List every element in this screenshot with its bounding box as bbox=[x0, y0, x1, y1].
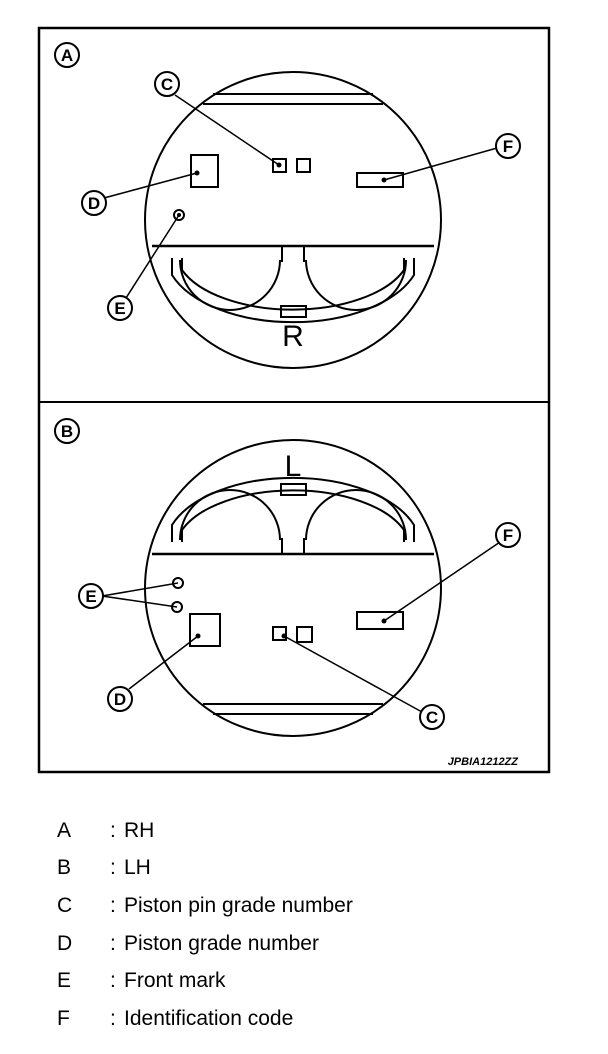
piston-pin-grade-box-2-rh bbox=[296, 158, 311, 173]
legend-item-a: A : RH bbox=[57, 812, 577, 850]
legend-key: A bbox=[57, 818, 72, 842]
piston-crown-outline-rh bbox=[144, 71, 442, 369]
side-letter-lh: L bbox=[285, 450, 302, 483]
legend-item-e: E : Front mark bbox=[57, 962, 577, 1000]
svg-text:F: F bbox=[503, 137, 513, 156]
side-mark-box-rh bbox=[280, 305, 307, 318]
piston-pin-grade-box-1-lh bbox=[272, 626, 287, 641]
legend-text: Piston pin grade number bbox=[124, 893, 353, 917]
piston-grade-number-mark-lh bbox=[189, 613, 221, 647]
valve-recess-right-rh bbox=[305, 259, 407, 311]
legend-item-d: D : Piston grade number bbox=[57, 925, 577, 963]
callout-e-rh: E bbox=[107, 213, 181, 321]
legend-item-c: C : Piston pin grade number bbox=[57, 887, 577, 925]
svg-text:D: D bbox=[114, 690, 126, 709]
panel-a: A R bbox=[54, 42, 521, 369]
side-letter-rh: R bbox=[282, 320, 304, 353]
piston-top-view-lh bbox=[144, 439, 442, 737]
legend-key: B bbox=[57, 856, 72, 880]
panel-b: B L bbox=[54, 418, 521, 737]
legend: A : RH B : LH C : Piston pin grade numbe… bbox=[57, 812, 577, 1038]
svg-text:D: D bbox=[88, 194, 100, 213]
svg-text:C: C bbox=[161, 75, 173, 94]
legend-text: Front mark bbox=[124, 969, 226, 993]
callout-e-lh: E bbox=[78, 582, 179, 609]
svg-text:E: E bbox=[85, 587, 96, 606]
legend-key: C bbox=[57, 893, 73, 917]
legend-key: E bbox=[57, 969, 72, 993]
legend-key: D bbox=[57, 931, 73, 955]
legend-separator: : bbox=[110, 969, 116, 993]
piston-top-view-rh bbox=[144, 71, 442, 369]
identification-code-mark-rh bbox=[356, 172, 404, 188]
callout-c-lh: C bbox=[281, 633, 445, 730]
legend-text: RH bbox=[124, 818, 155, 842]
piston-identification-diagram: A R bbox=[37, 26, 551, 774]
legend-separator: : bbox=[110, 893, 116, 917]
callout-f-lh: F bbox=[381, 522, 521, 624]
svg-text:E: E bbox=[114, 299, 125, 318]
valve-recess-left-rh bbox=[179, 259, 281, 311]
legend-separator: : bbox=[110, 856, 116, 880]
figure-frame bbox=[37, 26, 551, 774]
legend-separator: : bbox=[110, 1006, 116, 1030]
legend-item-f: F : Identification code bbox=[57, 1000, 577, 1038]
side-mark-box-lh bbox=[280, 483, 307, 496]
legend-separator: : bbox=[110, 818, 116, 842]
legend-separator: : bbox=[110, 931, 116, 955]
piston-pin-grade-box-2-lh bbox=[296, 626, 313, 643]
callout-c-rh: C bbox=[154, 71, 282, 168]
legend-text: Identification code bbox=[124, 1006, 294, 1030]
svg-text:C: C bbox=[426, 708, 438, 727]
front-mark-rh bbox=[173, 209, 185, 221]
callout-d-rh: D bbox=[81, 170, 200, 216]
legend-item-b: B : LH bbox=[57, 850, 577, 888]
panel-b-badge: B bbox=[54, 418, 80, 444]
front-mark-1-lh bbox=[172, 577, 184, 589]
legend-key: F bbox=[57, 1006, 70, 1030]
legend-text: Piston grade number bbox=[124, 931, 319, 955]
figure-code: JPBIA1212ZZ bbox=[448, 756, 520, 768]
panel-b-label: B bbox=[61, 422, 73, 441]
identification-code-mark-lh bbox=[356, 611, 404, 630]
valve-recess-left-lh bbox=[179, 489, 281, 541]
callout-d-lh: D bbox=[107, 633, 201, 712]
piston-grade-number-mark-rh bbox=[190, 154, 219, 188]
piston-pin-grade-box-1-rh bbox=[272, 158, 287, 173]
legend-text: LH bbox=[124, 856, 151, 880]
callout-f-rh: F bbox=[381, 133, 521, 183]
panel-a-label: A bbox=[61, 46, 73, 65]
panel-a-badge: A bbox=[54, 42, 80, 68]
valve-recess-right-lh bbox=[305, 489, 407, 541]
svg-text:F: F bbox=[503, 526, 513, 545]
